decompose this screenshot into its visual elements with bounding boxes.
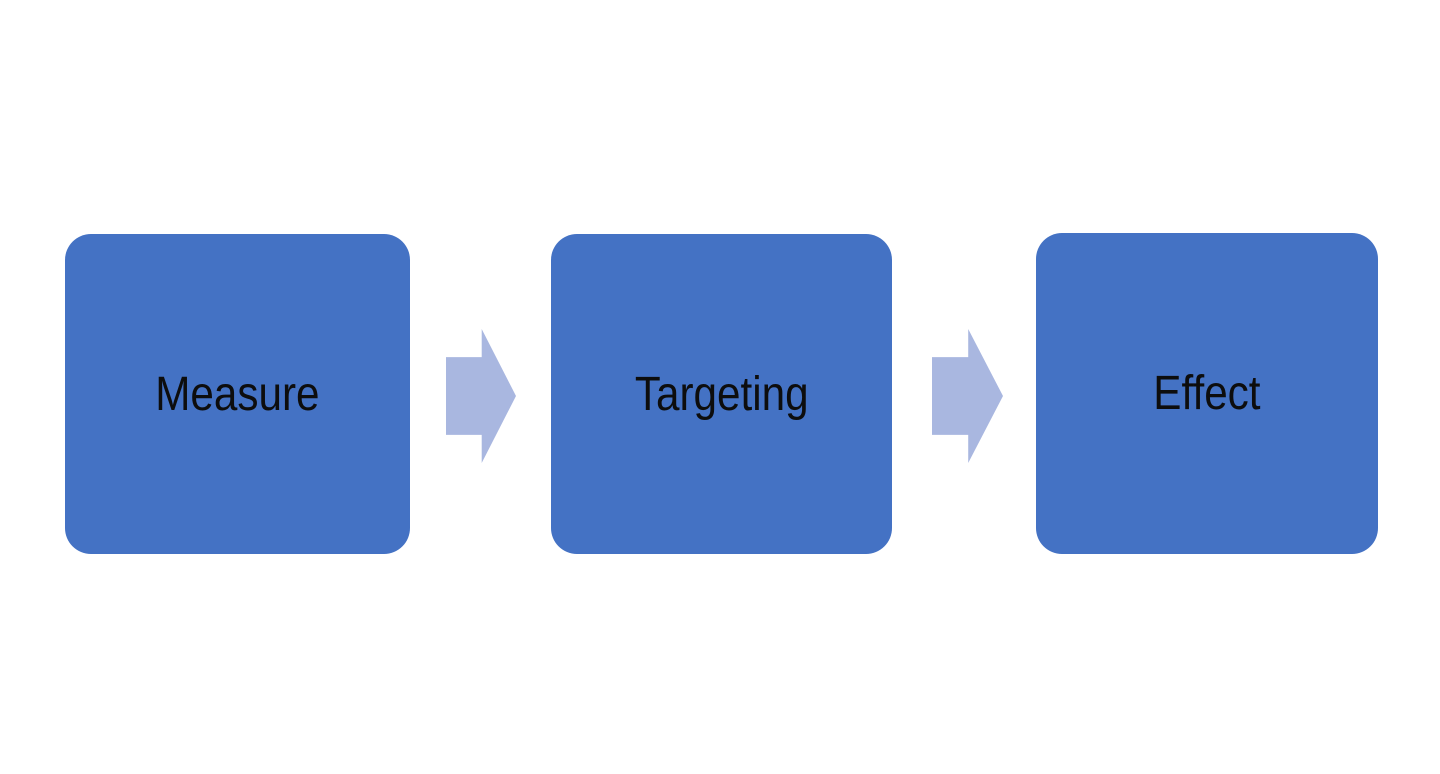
flow-step-measure: Measure <box>65 234 410 554</box>
flow-step-label: Measure <box>155 367 320 421</box>
flow-step-label: Effect <box>1153 367 1261 420</box>
flow-step-label: Targeting <box>634 367 809 421</box>
flow-step-effect: Effect <box>1036 233 1378 554</box>
arrow-right-icon <box>932 329 1003 463</box>
flow-step-targeting: Targeting <box>551 234 892 554</box>
arrow-right-icon <box>446 329 516 463</box>
